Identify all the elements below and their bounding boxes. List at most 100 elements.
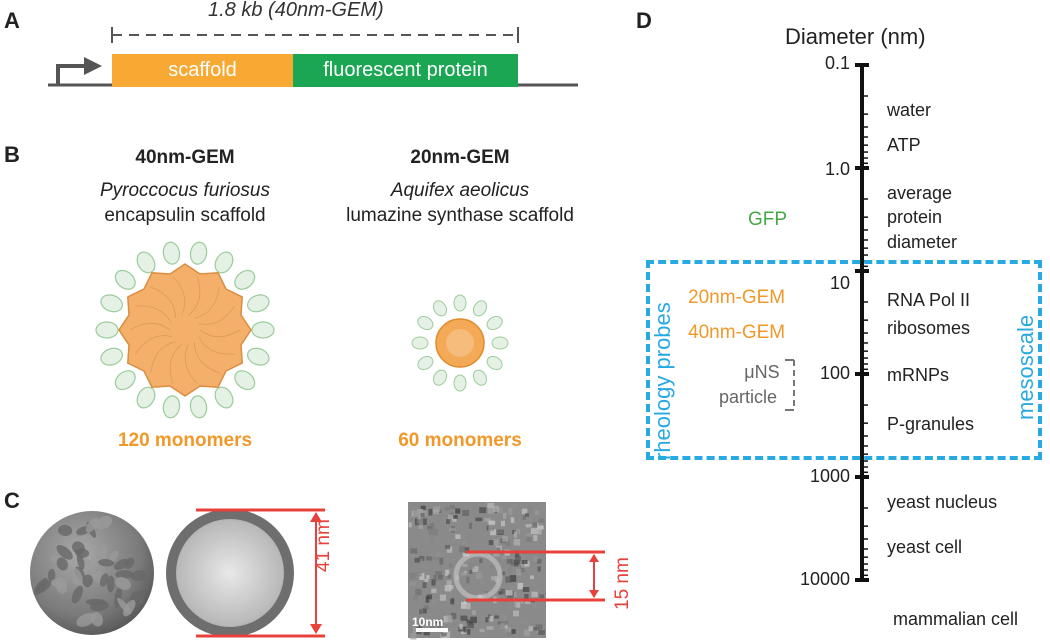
em-noise-speck (438, 575, 443, 580)
em-noise-speck (489, 540, 494, 545)
item-yeast-cell: yeast cell (887, 537, 962, 558)
em-arrow-head-bottom (589, 590, 599, 598)
em-noise-speck (432, 579, 436, 585)
em-noise-speck (539, 594, 544, 598)
gfp-barrel (212, 249, 237, 276)
tick-label-0.1: 0.1 (790, 53, 850, 74)
em-noise-speck (409, 582, 416, 586)
gem20-scaffold: lumazine synthase scaffold (325, 203, 595, 228)
item-mammalian-cell: mammalian cell (893, 609, 1018, 630)
gfp-barrel (231, 267, 258, 293)
em-noise-speck (424, 606, 430, 609)
em-noise-speck (522, 620, 528, 624)
em-noise-speck (476, 573, 482, 579)
em-noise-speck (490, 565, 494, 569)
em-noise-speck (503, 513, 506, 519)
em-noise-speck (429, 528, 435, 535)
gem20-title: 20nm-GEM (375, 147, 545, 169)
gfp-barrel (162, 395, 182, 419)
em-noise-speck (469, 570, 472, 574)
em-noise-speck (410, 548, 417, 553)
em-noise-speck (445, 616, 452, 623)
em-noise-speck (500, 623, 505, 629)
em-noise-speck (430, 535, 433, 542)
gfp-barrel (96, 322, 118, 338)
em-noise-speck (420, 513, 424, 517)
gfp-barrel (454, 375, 466, 391)
em-noise-speck (460, 616, 467, 621)
em-noise-speck (469, 523, 472, 529)
gem20-core-inner (446, 329, 474, 357)
em-noise-speck (491, 576, 496, 580)
em-noise-speck (531, 528, 538, 534)
em-noise-speck (502, 556, 507, 559)
gfp-barrel (134, 384, 159, 411)
item-diameter: diameter (887, 232, 957, 253)
em-noise-speck (514, 563, 519, 567)
gfp-barrel (252, 322, 274, 338)
em-noise-speck (449, 585, 453, 589)
em-noise-speck (512, 629, 516, 634)
gem40-structure-image (90, 235, 280, 425)
em-noise-speck (489, 521, 496, 525)
gfp-barrel (471, 368, 489, 388)
em-noise-speck (418, 525, 423, 529)
gem40-monomers: 120 monomers (90, 430, 280, 452)
em-noise-speck (460, 572, 466, 575)
em-noise-speck (413, 511, 419, 517)
em-noise-speck (472, 610, 476, 615)
gfp-label: GFP (748, 209, 787, 231)
em-noise-speck (429, 509, 433, 516)
fluorescent-protein-block: fluorescent protein (293, 54, 518, 87)
gem20-monomers: 60 monomers (385, 430, 535, 452)
em-noise-speck (468, 564, 474, 569)
em-noise-speck (479, 558, 482, 562)
em-noise-speck (514, 539, 521, 545)
em-noise-speck (440, 595, 446, 601)
em-noise-speck (503, 615, 506, 621)
em-noise-speck (528, 507, 533, 513)
cryo-em-sphere-cut-interior (176, 519, 284, 627)
em-noise-speck (419, 609, 422, 614)
em-noise-speck (462, 541, 466, 544)
gfp-barrel (134, 249, 159, 276)
em-noise-speck (511, 504, 518, 508)
gfp-barrel (485, 354, 505, 372)
em-noise-speck (439, 558, 443, 565)
em-noise-speck (409, 522, 412, 527)
gfp-barrel (415, 354, 435, 372)
diameter-label-15nm: 15 nm (612, 557, 634, 610)
em-noise-speck (480, 629, 485, 632)
tick-label-1000: 1000 (790, 466, 850, 487)
em-noise-speck (415, 558, 420, 563)
em-noise-speck (505, 576, 511, 582)
em-noise-speck (467, 603, 470, 609)
em-noise-speck (459, 546, 465, 553)
em-noise-speck (415, 589, 421, 595)
tick-label-1.0: 1.0 (790, 159, 850, 180)
em-noise-speck (449, 563, 453, 568)
em-noise-speck (537, 529, 542, 534)
em-noise-speck (538, 630, 545, 635)
item-atp: ATP (887, 135, 921, 156)
mesoscale-box (646, 260, 1042, 460)
em-noise-speck (533, 535, 537, 541)
em-noise-speck (447, 594, 453, 599)
em-noise-speck (517, 583, 523, 589)
em-noise-speck (514, 531, 517, 537)
scaffold-block: scaffold (112, 54, 293, 87)
gfp-barrel (454, 295, 466, 311)
em-noise-speck (516, 569, 521, 576)
gem40-organism: Pyroccocus furiosus (80, 178, 290, 203)
item-protein: protein (887, 207, 942, 228)
em-noise-speck (410, 573, 416, 580)
gem40-title: 40nm-GEM (100, 147, 270, 169)
em-noise-speck (470, 617, 477, 623)
em-noise-speck (445, 507, 450, 510)
gfp-barrel (431, 368, 449, 388)
em-noise-speck (410, 633, 416, 640)
em-noise-speck (538, 566, 541, 571)
gfp-barrel (112, 367, 139, 393)
em-noise-speck (424, 579, 428, 582)
gem40-scaffold: encapsulin scaffold (80, 203, 290, 228)
